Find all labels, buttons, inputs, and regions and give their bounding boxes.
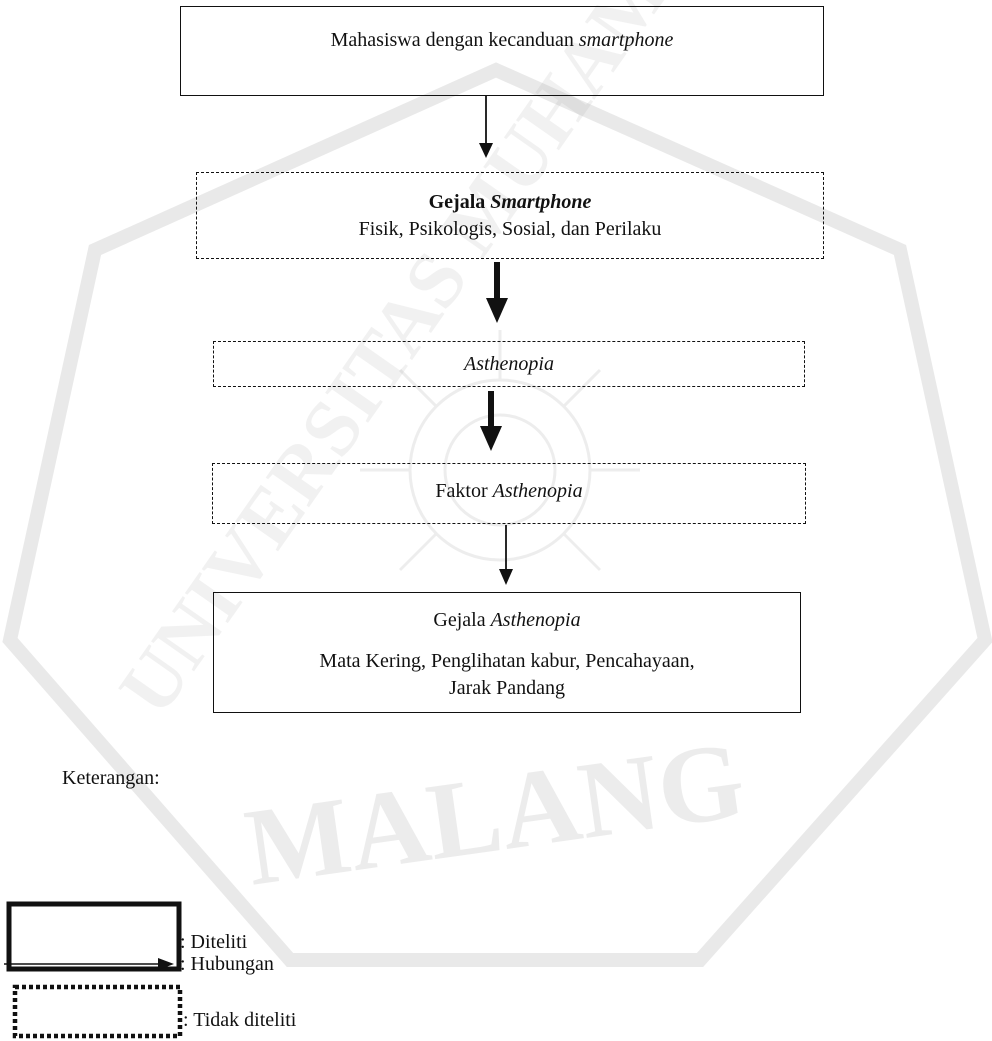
- box-gejala-asthenopia-line2: Jarak Pandang: [448, 677, 566, 699]
- box-asthenopia: Asthenopia: [213, 341, 805, 387]
- watermark-sun: [408, 378, 592, 562]
- box-gejala-smartphone-title-italic: Smartphone: [490, 190, 592, 213]
- legend-tidak-diteliti-label: : Tidak diteliti: [183, 1009, 297, 1031]
- box-gejala-smartphone-title: Gejala: [428, 190, 491, 213]
- legend-dotted-box-icon: [12, 984, 183, 1039]
- legend-solid-box-icon: [6, 901, 182, 972]
- box-mahasiswa-italic: smartphone: [578, 28, 674, 51]
- box-gejala-asthenopia-line1: Mata Kering, Penglihatan kabur, Pencahay…: [319, 650, 695, 672]
- box-mahasiswa: Mahasiswa dengan kecanduan smartphone: [180, 6, 824, 96]
- arrow-1: [479, 96, 493, 158]
- box-faktor-text: Faktor: [435, 480, 493, 502]
- box-gejala-asthenopia: Gejala Asthenopia Mata Kering, Penglihat…: [213, 592, 801, 713]
- legend-hubungan-label: : Hubungan: [180, 953, 274, 975]
- arrow-2-bold: [486, 262, 508, 323]
- arrow-3-bold: [480, 391, 502, 451]
- box-gejala-asthenopia-title-italic: Asthenopia: [490, 609, 581, 631]
- box-gejala-smartphone-subtitle: Fisik, Psikologis, Sosial, dan Perilaku: [358, 217, 662, 240]
- box-faktor-italic: Asthenopia: [492, 480, 583, 502]
- legend-arrow-icon: [4, 958, 174, 970]
- legend-diteliti-label: : Diteliti: [180, 931, 248, 953]
- box-gejala-asthenopia-title: Gejala: [433, 609, 491, 631]
- box-faktor-asthenopia: Faktor Asthenopia: [212, 463, 806, 524]
- box-gejala-smartphone: Gejala Smartphone Fisik, Psikologis, Sos…: [196, 172, 824, 259]
- watermark-heptagon: [2, 62, 992, 967]
- box-mahasiswa-text: Mahasiswa dengan kecanduan: [330, 28, 579, 51]
- legend-title: Keterangan:: [62, 767, 160, 789]
- box-asthenopia-text: Asthenopia: [464, 352, 554, 375]
- arrow-4: [499, 525, 513, 585]
